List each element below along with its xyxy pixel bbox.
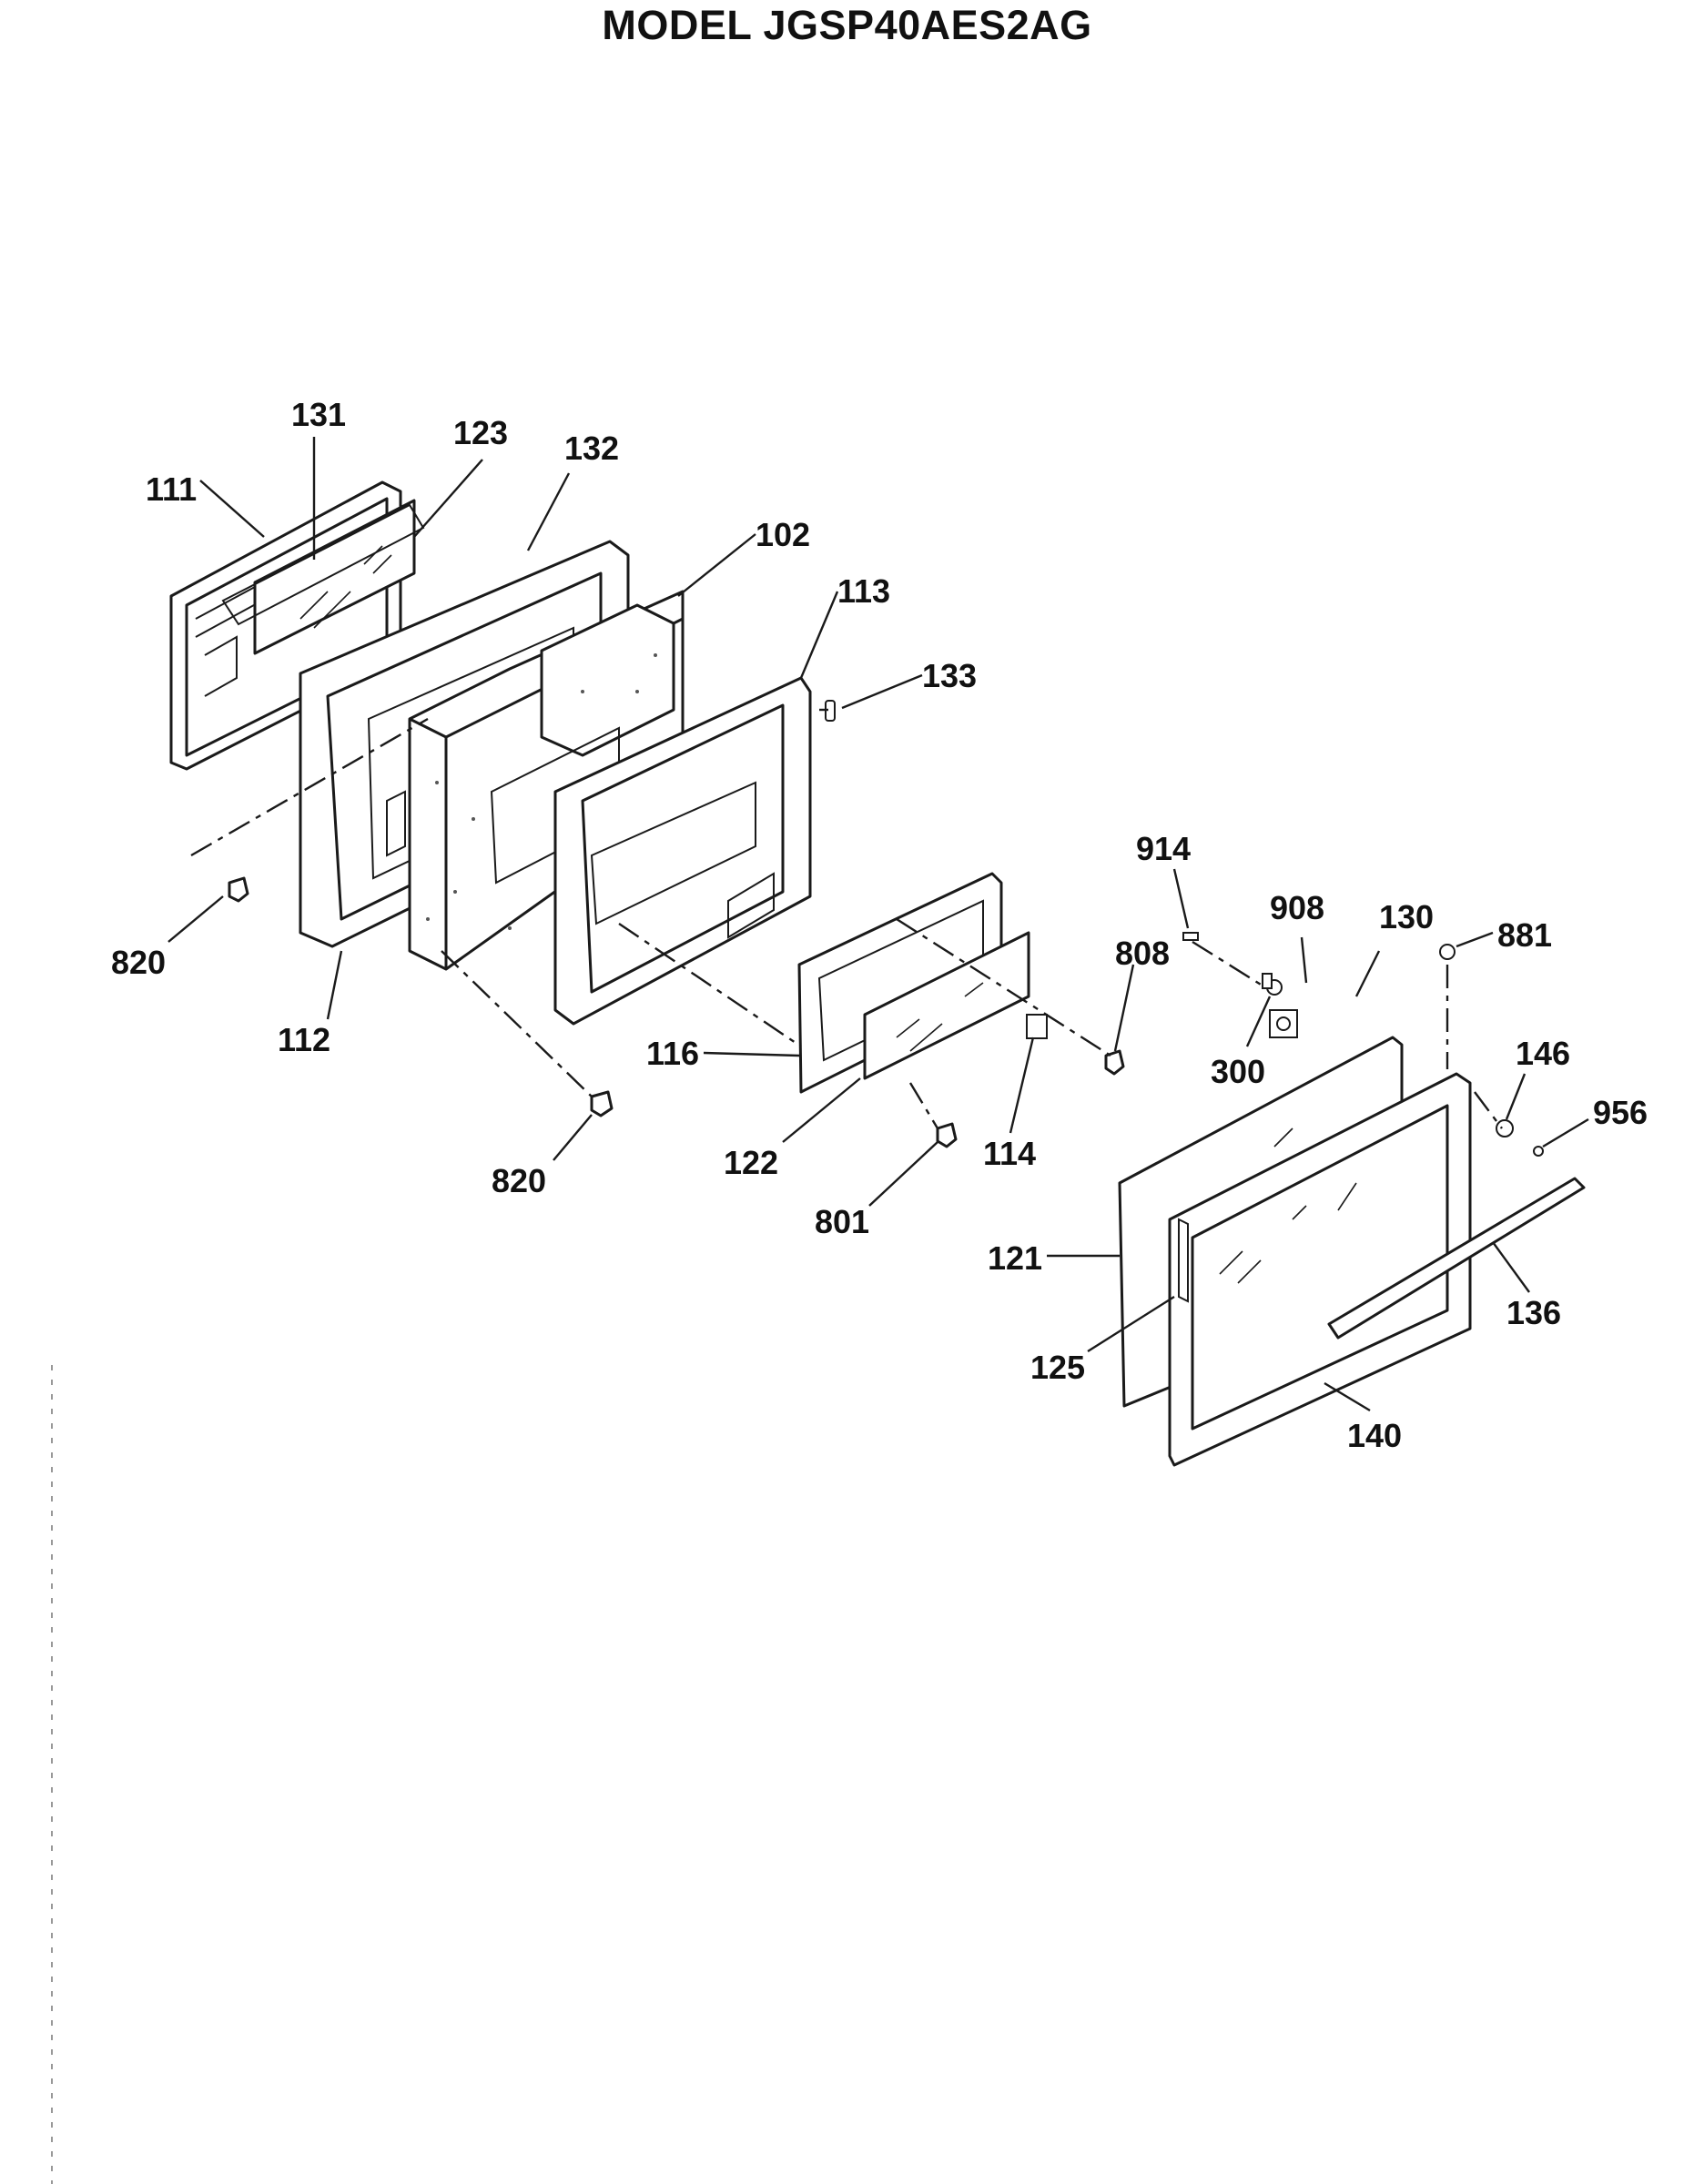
callout-133: 133 xyxy=(922,657,977,694)
callout-820a: 820 xyxy=(111,944,166,981)
callout-125: 125 xyxy=(1030,1349,1085,1386)
part-114-clip xyxy=(1026,1014,1048,1039)
callout-881: 881 xyxy=(1497,916,1552,954)
callout-123: 123 xyxy=(453,414,508,451)
callout-136: 136 xyxy=(1506,1294,1561,1331)
callout-140: 140 xyxy=(1347,1417,1402,1454)
callout-908: 908 xyxy=(1270,889,1324,926)
callout-122: 122 xyxy=(724,1144,778,1181)
page-title: MODEL JGSP40AES2AG xyxy=(602,2,1092,48)
callout-labels: 111 131 123 132 102 113 133 820 112 820 … xyxy=(111,396,1648,1454)
part-131-inner-glass xyxy=(253,499,416,655)
callout-300: 300 xyxy=(1211,1053,1265,1090)
part-122-glass-panel xyxy=(863,931,1030,1080)
assembly-lines xyxy=(190,708,1503,1129)
callout-914: 914 xyxy=(1136,830,1191,867)
callout-111: 111 xyxy=(146,470,197,508)
callout-808: 808 xyxy=(1115,935,1170,972)
callout-820b: 820 xyxy=(492,1162,546,1199)
callout-112: 112 xyxy=(278,1021,330,1058)
callout-121: 121 xyxy=(988,1239,1042,1277)
callout-102: 102 xyxy=(756,516,810,553)
callout-114: 114 xyxy=(983,1135,1036,1172)
part-140-outer-door xyxy=(1168,1072,1586,1467)
callout-113: 113 xyxy=(837,572,890,610)
callout-130: 130 xyxy=(1379,898,1434,935)
leader-lines xyxy=(167,437,1589,1412)
callout-116: 116 xyxy=(646,1035,699,1072)
callout-131: 131 xyxy=(291,396,346,433)
callout-132: 132 xyxy=(564,430,619,467)
callout-801: 801 xyxy=(815,1203,869,1240)
callout-146: 146 xyxy=(1516,1035,1570,1072)
part-102-insulation xyxy=(408,590,685,971)
screw-icon xyxy=(228,876,1544,1157)
callout-956: 956 xyxy=(1593,1094,1648,1131)
